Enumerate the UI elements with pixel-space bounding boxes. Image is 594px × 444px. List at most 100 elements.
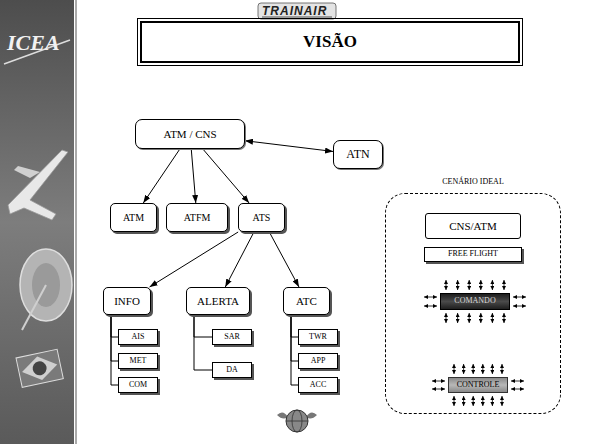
tree-connector <box>111 315 118 361</box>
category-box: ATC <box>283 287 330 315</box>
logo-text: TRAINAIR <box>262 4 327 18</box>
arrow-connector <box>150 232 239 287</box>
item-box: AIS <box>118 329 158 345</box>
service-box: ATFM <box>166 203 228 232</box>
airplane-picture <box>8 150 68 220</box>
signal-arrow <box>463 396 464 406</box>
control-box: CONTROLE <box>448 377 508 393</box>
side-strip <box>0 0 74 444</box>
box-label: ATM <box>123 212 144 223</box>
box-label: INFO <box>114 295 140 307</box>
tree-connector <box>194 315 212 370</box>
item-box: ACC <box>298 377 338 393</box>
signal-arrow <box>446 280 447 290</box>
box-label: ATFM <box>184 212 211 223</box>
box-label: SAR <box>224 333 240 342</box>
box-label: ACC <box>310 381 326 390</box>
signal-arrow <box>502 364 503 374</box>
signal-arrow <box>424 297 437 298</box>
signal-arrow <box>469 280 470 290</box>
network-box: ATN <box>333 140 383 169</box>
signal-arrow <box>504 313 505 323</box>
flag-field <box>16 349 63 387</box>
scenario-region: CENÁRIO IDEALCNS/ATMFREE FLIGHTCOMANDOCO… <box>385 178 561 414</box>
box-label: ATC <box>296 295 317 307</box>
service-box: ATM <box>110 203 157 232</box>
signal-arrow <box>482 396 483 406</box>
icao-emblem <box>277 410 317 432</box>
tree-connector <box>291 315 298 337</box>
signal-arrow <box>457 313 458 323</box>
signal-arrow <box>473 396 474 406</box>
signal-arrow <box>492 280 493 290</box>
signal-arrows <box>424 280 526 406</box>
emblem-globe <box>286 410 308 432</box>
box-label: ALERTA <box>197 295 239 307</box>
signal-arrow <box>480 313 481 323</box>
signal-arrow <box>463 364 464 374</box>
box-label: ATM / CNS <box>163 128 216 140</box>
box-label: MET <box>130 357 147 366</box>
service-box: ATS <box>238 203 285 232</box>
flag-diamond <box>20 353 60 384</box>
signal-arrow <box>473 364 474 374</box>
signal-arrow <box>513 306 526 307</box>
tree-connector <box>194 315 212 337</box>
signal-arrow <box>511 389 524 390</box>
box-label: FREE FLIGHT <box>448 250 498 259</box>
item-box: COM <box>118 377 158 393</box>
signal-arrow <box>492 396 493 406</box>
box-label: ATS <box>253 212 271 223</box>
dish-arm <box>22 285 46 330</box>
signal-arrow <box>492 313 493 323</box>
framework-box: ATM / CNS <box>135 119 245 149</box>
tree-connector <box>111 315 118 385</box>
box-label: CONTROLE <box>457 381 500 390</box>
strip-edge <box>75 0 77 444</box>
title-box: VISÃO <box>140 21 520 63</box>
category-box: ALERTA <box>186 287 250 315</box>
tree-connector <box>291 315 298 361</box>
signal-arrow <box>432 389 445 390</box>
title-text: VISÃO <box>303 32 357 52</box>
signal-arrow <box>454 364 455 374</box>
concept-box: FREE FLIGHT <box>424 247 522 262</box>
category-box: INFO <box>103 287 151 315</box>
flag-globe <box>31 360 48 377</box>
flag-picture <box>16 349 63 387</box>
item-box: MET <box>118 353 158 369</box>
emblem-equator <box>286 421 308 422</box>
box-label: AIS <box>132 333 145 342</box>
signal-arrow <box>482 364 483 374</box>
signal-arrow <box>424 306 437 307</box>
airplane-wing <box>14 166 40 178</box>
signal-arrow <box>457 280 458 290</box>
arrow-connector <box>269 232 299 287</box>
item-box: APP <box>298 353 338 369</box>
signal-arrow <box>454 396 455 406</box>
signal-arrow <box>511 381 524 382</box>
box-label: CNS/ATM <box>449 220 497 232</box>
tree-connector <box>111 315 118 337</box>
signal-arrow <box>513 297 526 298</box>
signal-arrow <box>432 381 445 382</box>
concept-box: CNS/ATM <box>425 213 521 239</box>
arrow-connector <box>203 149 249 203</box>
signal-arrow <box>492 364 493 374</box>
arrow-connector <box>225 232 254 287</box>
tree-connector <box>291 315 298 385</box>
trainair-logo <box>258 3 336 19</box>
box-label: COM <box>129 381 147 390</box>
command-box: COMANDO <box>440 293 510 310</box>
arrow-connector <box>245 141 333 152</box>
box-label: APP <box>311 357 326 366</box>
item-box: TWR <box>298 329 338 345</box>
signal-arrow <box>469 313 470 323</box>
signal-arrow <box>504 280 505 290</box>
box-label: ATN <box>346 148 369 161</box>
box-label: COMANDO <box>454 297 495 306</box>
box-label: DA <box>226 366 238 375</box>
signal-arrow <box>502 396 503 406</box>
institution-logo: ICEA <box>7 30 60 56</box>
